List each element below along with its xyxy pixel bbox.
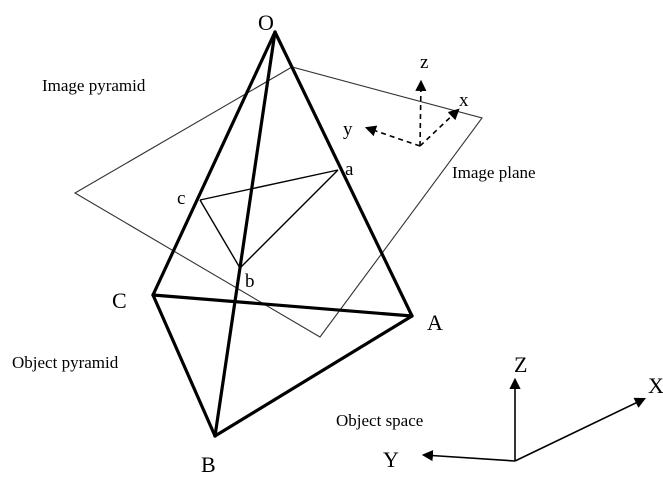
label-axis-Y: Y (383, 447, 399, 472)
label-a: a (345, 159, 354, 180)
edge-C-B (151, 293, 217, 438)
label-axis-X: X (648, 373, 663, 398)
label-axis-Z: Z (514, 352, 527, 377)
edge-O-C (151, 30, 277, 297)
label-B: B (201, 452, 216, 477)
edge-B-A (213, 314, 414, 438)
edge-a-b (239, 169, 339, 269)
edge-c-b (199, 199, 241, 269)
edge-O-A (273, 30, 414, 318)
object-axis-x (514, 397, 647, 462)
caption-object-pyramid: Object pyramid (12, 353, 119, 372)
image-pyramid-lines (199, 169, 339, 269)
label-axis-z: z (420, 52, 428, 73)
object-axis-y (421, 450, 516, 462)
label-axis-x: x (459, 90, 469, 111)
label-axis-y: y (343, 119, 353, 140)
image-axes (364, 79, 460, 147)
image-axis-z (415, 79, 427, 147)
label-O: O (258, 10, 274, 35)
label-c: c (177, 188, 185, 209)
label-C: C (112, 288, 127, 313)
label-b: b (245, 271, 255, 292)
caption-image-pyramid: Image pyramid (42, 76, 146, 95)
edge-c-a (199, 169, 339, 201)
object-pyramid-lines (151, 30, 414, 438)
edge-C-A (151, 293, 414, 318)
image-axis-y (364, 125, 421, 147)
image-axis-x (419, 108, 460, 147)
object-axes (421, 377, 647, 462)
label-A: A (427, 310, 443, 335)
edge-O-B (213, 30, 277, 438)
caption-object-space: Object space (336, 411, 423, 430)
caption-image-plane: Image plane (452, 163, 536, 182)
